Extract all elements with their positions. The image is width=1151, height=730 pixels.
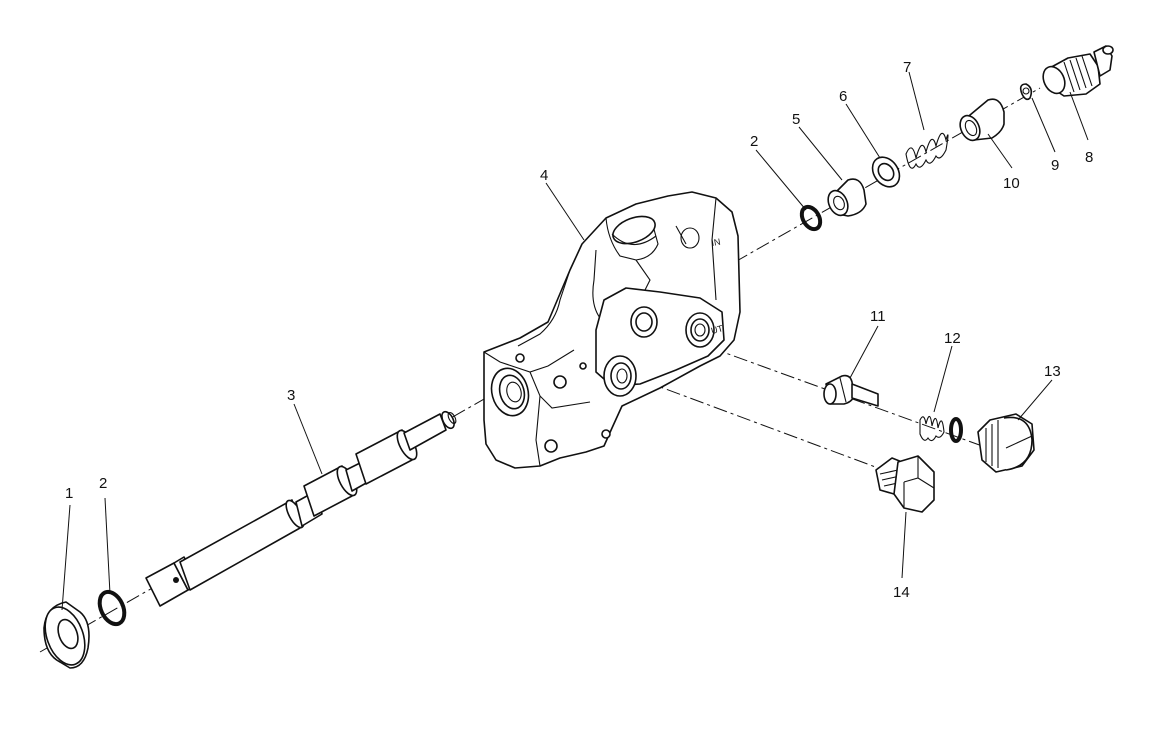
callout-1: 1	[65, 485, 73, 502]
housing-mark-in: IN	[711, 237, 722, 248]
leader-11	[849, 325, 879, 379]
callout-labels: 1 2 3 4 2 5 6 7 8 9 10 11 12 13 14	[65, 59, 1093, 601]
part-2-o-ring-lower	[97, 589, 127, 627]
shaft-axis	[39, 389, 501, 653]
leader-12	[933, 345, 953, 413]
leader-5	[798, 126, 843, 181]
leader-9	[1031, 97, 1056, 153]
part-13-slotted-plug	[977, 413, 1035, 473]
part-8-plug	[1042, 45, 1114, 97]
part-9-snap-ring	[1019, 83, 1033, 101]
callout-9: 9	[1051, 157, 1059, 174]
leader-2-upper	[755, 149, 807, 211]
part-1-seal	[43, 601, 90, 669]
leader-8	[1069, 91, 1089, 141]
callout-14: 14	[893, 584, 910, 601]
leader-10	[987, 133, 1013, 169]
callout-10: 10	[1003, 175, 1020, 192]
leader-6	[845, 103, 881, 159]
leader-14	[901, 511, 907, 579]
leader-lines	[61, 71, 1089, 611]
housing-mark-out: UT	[710, 323, 725, 336]
part-11-poppet	[823, 374, 879, 407]
part-6-washer	[871, 156, 901, 188]
part-7-spring	[905, 132, 949, 169]
callout-5: 5	[792, 111, 800, 128]
callout-8: 8	[1085, 149, 1093, 166]
part-2-o-ring-upper	[799, 204, 823, 232]
leader-1	[61, 504, 71, 611]
callout-4: 4	[540, 167, 548, 184]
callout-13: 13	[1044, 363, 1061, 380]
part-12-spring	[919, 415, 963, 443]
leader-4	[545, 182, 585, 241]
part-10-sleeve	[959, 98, 1005, 142]
callout-2-lower: 2	[99, 475, 107, 492]
leader-13	[1017, 379, 1053, 421]
callout-12: 12	[944, 330, 961, 347]
leader-7	[908, 71, 925, 131]
plug-axis	[619, 371, 906, 479]
part-5-seat	[827, 178, 867, 217]
callout-2-upper: 2	[750, 133, 758, 150]
part-14-hex-bolt	[875, 455, 935, 513]
leader-3	[293, 403, 323, 475]
leader-2-lower	[104, 497, 111, 595]
part-4-valve-housing: IN UT	[483, 191, 741, 469]
callout-3: 3	[287, 387, 295, 404]
callout-7: 7	[903, 59, 911, 76]
part-3-spool	[145, 410, 457, 607]
callout-11: 11	[870, 308, 886, 325]
callout-6: 6	[839, 88, 847, 105]
